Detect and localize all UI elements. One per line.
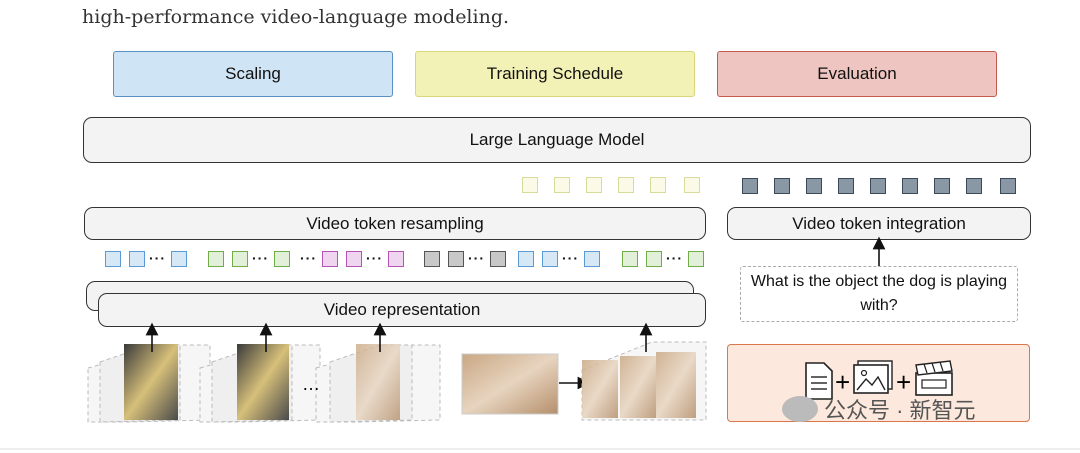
evaluation-box: Evaluation	[717, 51, 997, 97]
training-schedule-box: Training Schedule	[415, 51, 695, 97]
integrated-token	[742, 178, 758, 194]
frame-stack-2	[199, 322, 321, 423]
video-representation-box: Video representation	[98, 293, 706, 327]
integrated-token	[838, 178, 854, 194]
video-token-pink	[322, 251, 338, 267]
plus-sign-2: +	[896, 367, 911, 397]
intro-text: high-performance video-language modeling…	[82, 6, 510, 28]
token-ellipsis: ···	[468, 250, 485, 266]
integrated-token	[774, 178, 790, 194]
scaling-box: Scaling	[113, 51, 393, 97]
token-ellipsis: ···	[300, 250, 317, 266]
watermark: 公众号 · 新智元	[782, 393, 976, 425]
replicated-frames	[581, 322, 707, 421]
plus-sign-1: +	[835, 367, 850, 397]
video-token-green	[274, 251, 290, 267]
resampled-token	[684, 177, 700, 193]
token-ellipsis: ···	[366, 250, 383, 266]
resampled-token	[554, 177, 570, 193]
frames-ellipsis: …	[302, 374, 320, 394]
video-token-gray	[424, 251, 440, 267]
video-token-blue	[584, 251, 600, 267]
frame-stack-1	[87, 322, 211, 423]
integrated-token	[902, 178, 918, 194]
bottom-divider	[0, 448, 1080, 450]
video-token-green	[646, 251, 662, 267]
token-ellipsis: ···	[149, 250, 166, 266]
video-token-blue	[542, 251, 558, 267]
resampled-token	[650, 177, 666, 193]
integrated-token	[966, 178, 982, 194]
video-token-blue	[129, 251, 145, 267]
integrated-token	[806, 178, 822, 194]
video-token-resampling-box: Video token resampling	[84, 207, 706, 240]
frame-stack-3	[315, 322, 441, 423]
video-token-pink	[388, 251, 404, 267]
multimodal-output-box: + +	[727, 344, 1030, 422]
question-box: What is the object the dog is playing wi…	[740, 266, 1018, 322]
video-token-integration-box: Video token integration	[727, 207, 1031, 240]
large-language-model-box: Large Language Model	[83, 117, 1031, 163]
image-icon	[853, 360, 893, 394]
video-token-green	[688, 251, 704, 267]
video-token-green	[232, 251, 248, 267]
watermark-text: 公众号 · 新智元	[824, 398, 976, 423]
token-ellipsis: ···	[562, 250, 579, 266]
video-token-green	[622, 251, 638, 267]
integrated-token	[870, 178, 886, 194]
video-token-pink	[346, 251, 362, 267]
input-image	[461, 353, 559, 415]
video-token-blue	[171, 251, 187, 267]
wechat-logo-icon	[782, 396, 818, 422]
video-token-gray	[490, 251, 506, 267]
video-token-green	[208, 251, 224, 267]
token-ellipsis: ···	[666, 250, 683, 266]
video-token-gray	[448, 251, 464, 267]
resampled-token	[522, 177, 538, 193]
integrated-token	[1000, 178, 1016, 194]
clapperboard-icon	[915, 360, 953, 396]
token-ellipsis: ···	[252, 250, 269, 266]
resampled-token	[618, 177, 634, 193]
integrated-token	[934, 178, 950, 194]
video-token-blue	[518, 251, 534, 267]
video-token-blue	[105, 251, 121, 267]
resampled-token	[586, 177, 602, 193]
document-icon	[805, 362, 833, 400]
